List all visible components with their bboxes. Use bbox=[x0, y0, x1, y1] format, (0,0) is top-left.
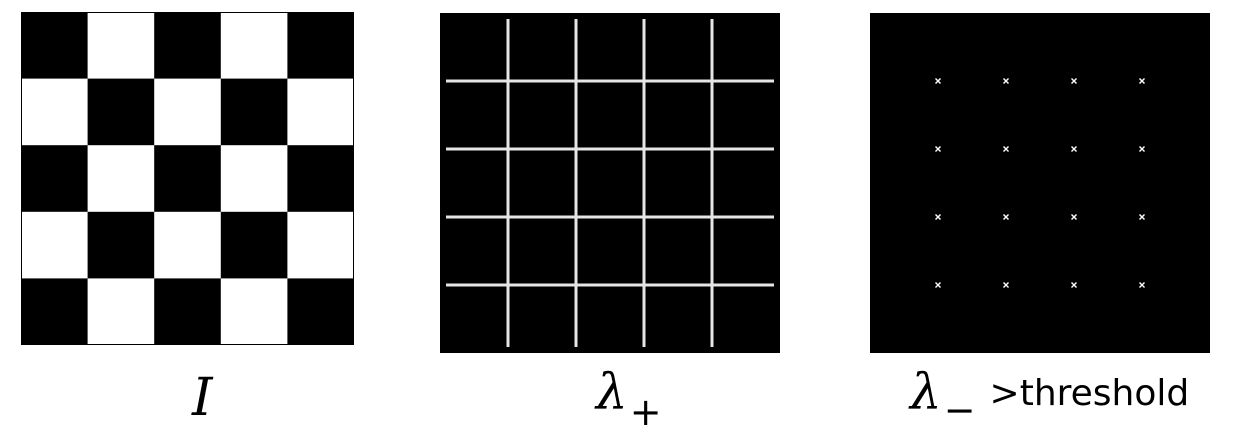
checker-cell bbox=[154, 78, 222, 146]
checker-cell bbox=[154, 12, 222, 80]
lambda-minus-point bbox=[1003, 146, 1009, 152]
checker-cell bbox=[21, 78, 89, 146]
lambda-minus-point bbox=[1071, 78, 1077, 84]
checker-cell bbox=[21, 211, 89, 279]
checker-cell bbox=[154, 211, 222, 279]
lambda-minus-background bbox=[870, 13, 1210, 353]
checker-cell bbox=[21, 145, 89, 213]
checker-cell bbox=[220, 12, 288, 80]
lambda-minus-point bbox=[1139, 146, 1145, 152]
lambda-minus-point bbox=[1003, 78, 1009, 84]
checkerboard-image bbox=[21, 12, 354, 345]
caption-lambda-minus-symbol: λ bbox=[910, 363, 942, 421]
checker-cell bbox=[220, 78, 288, 146]
caption-image-symbol: I bbox=[192, 368, 213, 428]
lambda-plus-image bbox=[440, 13, 780, 353]
checker-cell bbox=[87, 211, 155, 279]
checker-cell bbox=[87, 145, 155, 213]
lambda-minus-point bbox=[1139, 214, 1145, 220]
lambda-minus-point bbox=[1071, 214, 1077, 220]
checker-cell bbox=[21, 278, 89, 345]
lambda-minus-point bbox=[935, 78, 941, 84]
caption-lambda-plus-subscript: + bbox=[629, 390, 662, 434]
caption-lambda-minus: λ−>threshold bbox=[910, 362, 1190, 432]
checker-cell bbox=[287, 12, 354, 80]
caption-lambda-plus-symbol: λ bbox=[596, 363, 628, 421]
checker-cell bbox=[21, 12, 89, 80]
lambda-plus-background bbox=[440, 13, 780, 353]
caption-lambda-plus: λ+ bbox=[596, 362, 662, 434]
lambda-minus-point bbox=[935, 214, 941, 220]
lambda-minus-point bbox=[1071, 282, 1077, 288]
lambda-minus-point bbox=[1003, 282, 1009, 288]
checker-cell bbox=[87, 12, 155, 80]
checker-cell bbox=[287, 78, 354, 146]
lambda-minus-point bbox=[935, 146, 941, 152]
lambda-minus-point bbox=[1003, 214, 1009, 220]
checker-cell bbox=[87, 278, 155, 345]
checker-cell bbox=[154, 145, 222, 213]
checker-cell bbox=[220, 278, 288, 345]
checkerboard-border bbox=[21, 12, 354, 345]
caption-lambda-minus-threshold: >threshold bbox=[989, 373, 1190, 414]
lambda-minus-point bbox=[1139, 282, 1145, 288]
caption-lambda-minus-subscript: − bbox=[943, 388, 976, 432]
checker-cell bbox=[287, 145, 354, 213]
checker-cell bbox=[287, 278, 354, 345]
checker-cell bbox=[287, 211, 354, 279]
lambda-minus-image bbox=[870, 13, 1210, 353]
checker-cell bbox=[220, 145, 288, 213]
checker-cell bbox=[154, 278, 222, 345]
lambda-minus-point bbox=[1071, 146, 1077, 152]
lambda-minus-point bbox=[935, 282, 941, 288]
lambda-minus-point bbox=[1139, 78, 1145, 84]
caption-image: I bbox=[192, 368, 213, 429]
checker-cell bbox=[87, 78, 155, 146]
checker-cell bbox=[220, 211, 288, 279]
